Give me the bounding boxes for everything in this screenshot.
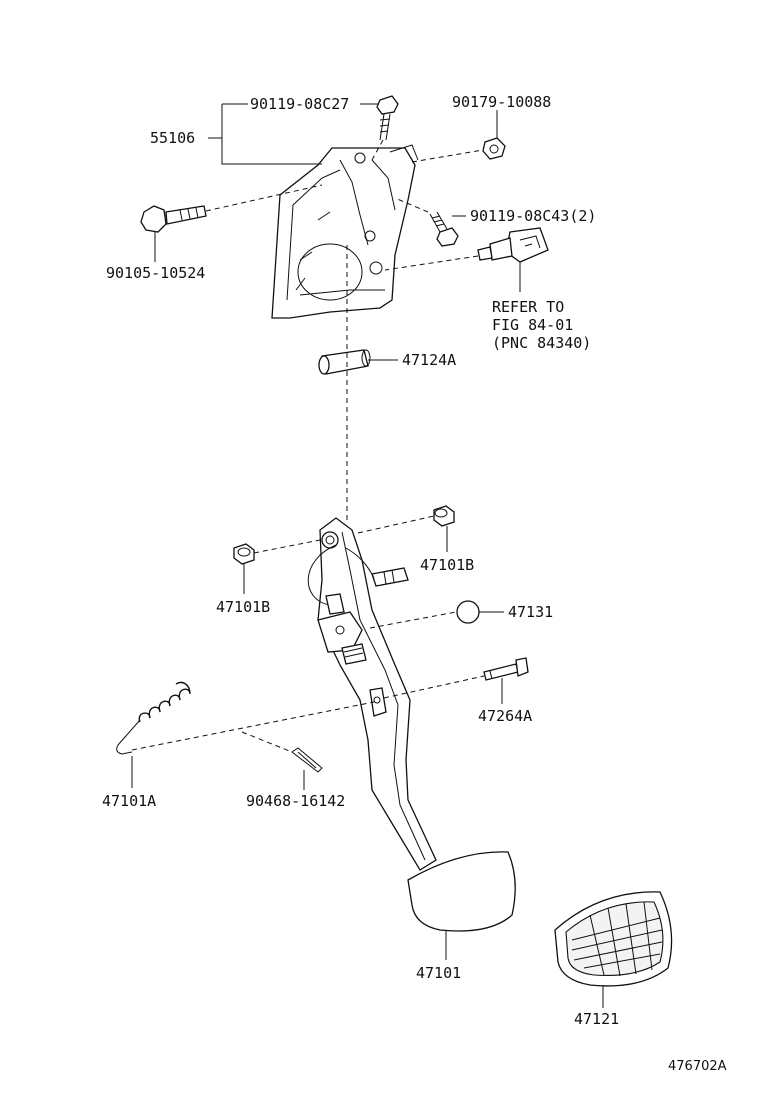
pedal-sensor-connector[interactable]	[345, 547, 409, 587]
stop-lamp-switch[interactable]	[477, 227, 549, 263]
label-pin: 47264A	[478, 707, 532, 725]
nut-part[interactable]	[482, 137, 506, 160]
pedal-bracket[interactable]	[271, 144, 419, 319]
stopper-part[interactable]	[456, 600, 480, 624]
label-collar: 47124A	[402, 351, 456, 369]
bushing-right-part[interactable]	[433, 505, 455, 527]
label-pad: 47121	[574, 1010, 619, 1028]
label-bushing-right: 47101B	[420, 556, 474, 574]
bolt-left-part[interactable]	[140, 205, 207, 233]
pedal-plate[interactable]	[407, 851, 516, 932]
pedal-pad-part[interactable]	[554, 891, 673, 987]
label-refer-line-3: (PNC 84340)	[492, 334, 591, 352]
label-bolt-mid: 90119-08C43(2)	[470, 207, 596, 225]
clip-part[interactable]	[291, 747, 323, 773]
label-stopper: 47131	[508, 603, 553, 621]
label-pedal: 47101	[416, 964, 461, 982]
label-bushing-left: 47101B	[216, 598, 270, 616]
return-spring-part[interactable]	[116, 681, 191, 755]
label-refer-line-2: FIG 84-01	[492, 316, 573, 334]
bolt-upper-part[interactable]	[376, 95, 399, 141]
label-refer-line-1: REFER TO	[492, 298, 564, 316]
bolt-mid-part[interactable]	[429, 211, 459, 247]
pin-part[interactable]	[483, 657, 529, 681]
brake-pedal-arm[interactable]	[307, 517, 437, 871]
collar-part[interactable]	[318, 349, 371, 375]
label-spring: 47101A	[102, 792, 156, 810]
figure-code: 476702A	[668, 1059, 727, 1074]
label-clip: 90468-16142	[246, 792, 345, 810]
label-bolt-upper: 90119-08C27	[250, 95, 349, 113]
label-nut: 90179-10088	[452, 93, 551, 111]
bushing-left-part[interactable]	[233, 543, 255, 565]
label-bolt-left: 90105-10524	[106, 264, 205, 282]
label-bracket: 55106	[150, 129, 195, 147]
